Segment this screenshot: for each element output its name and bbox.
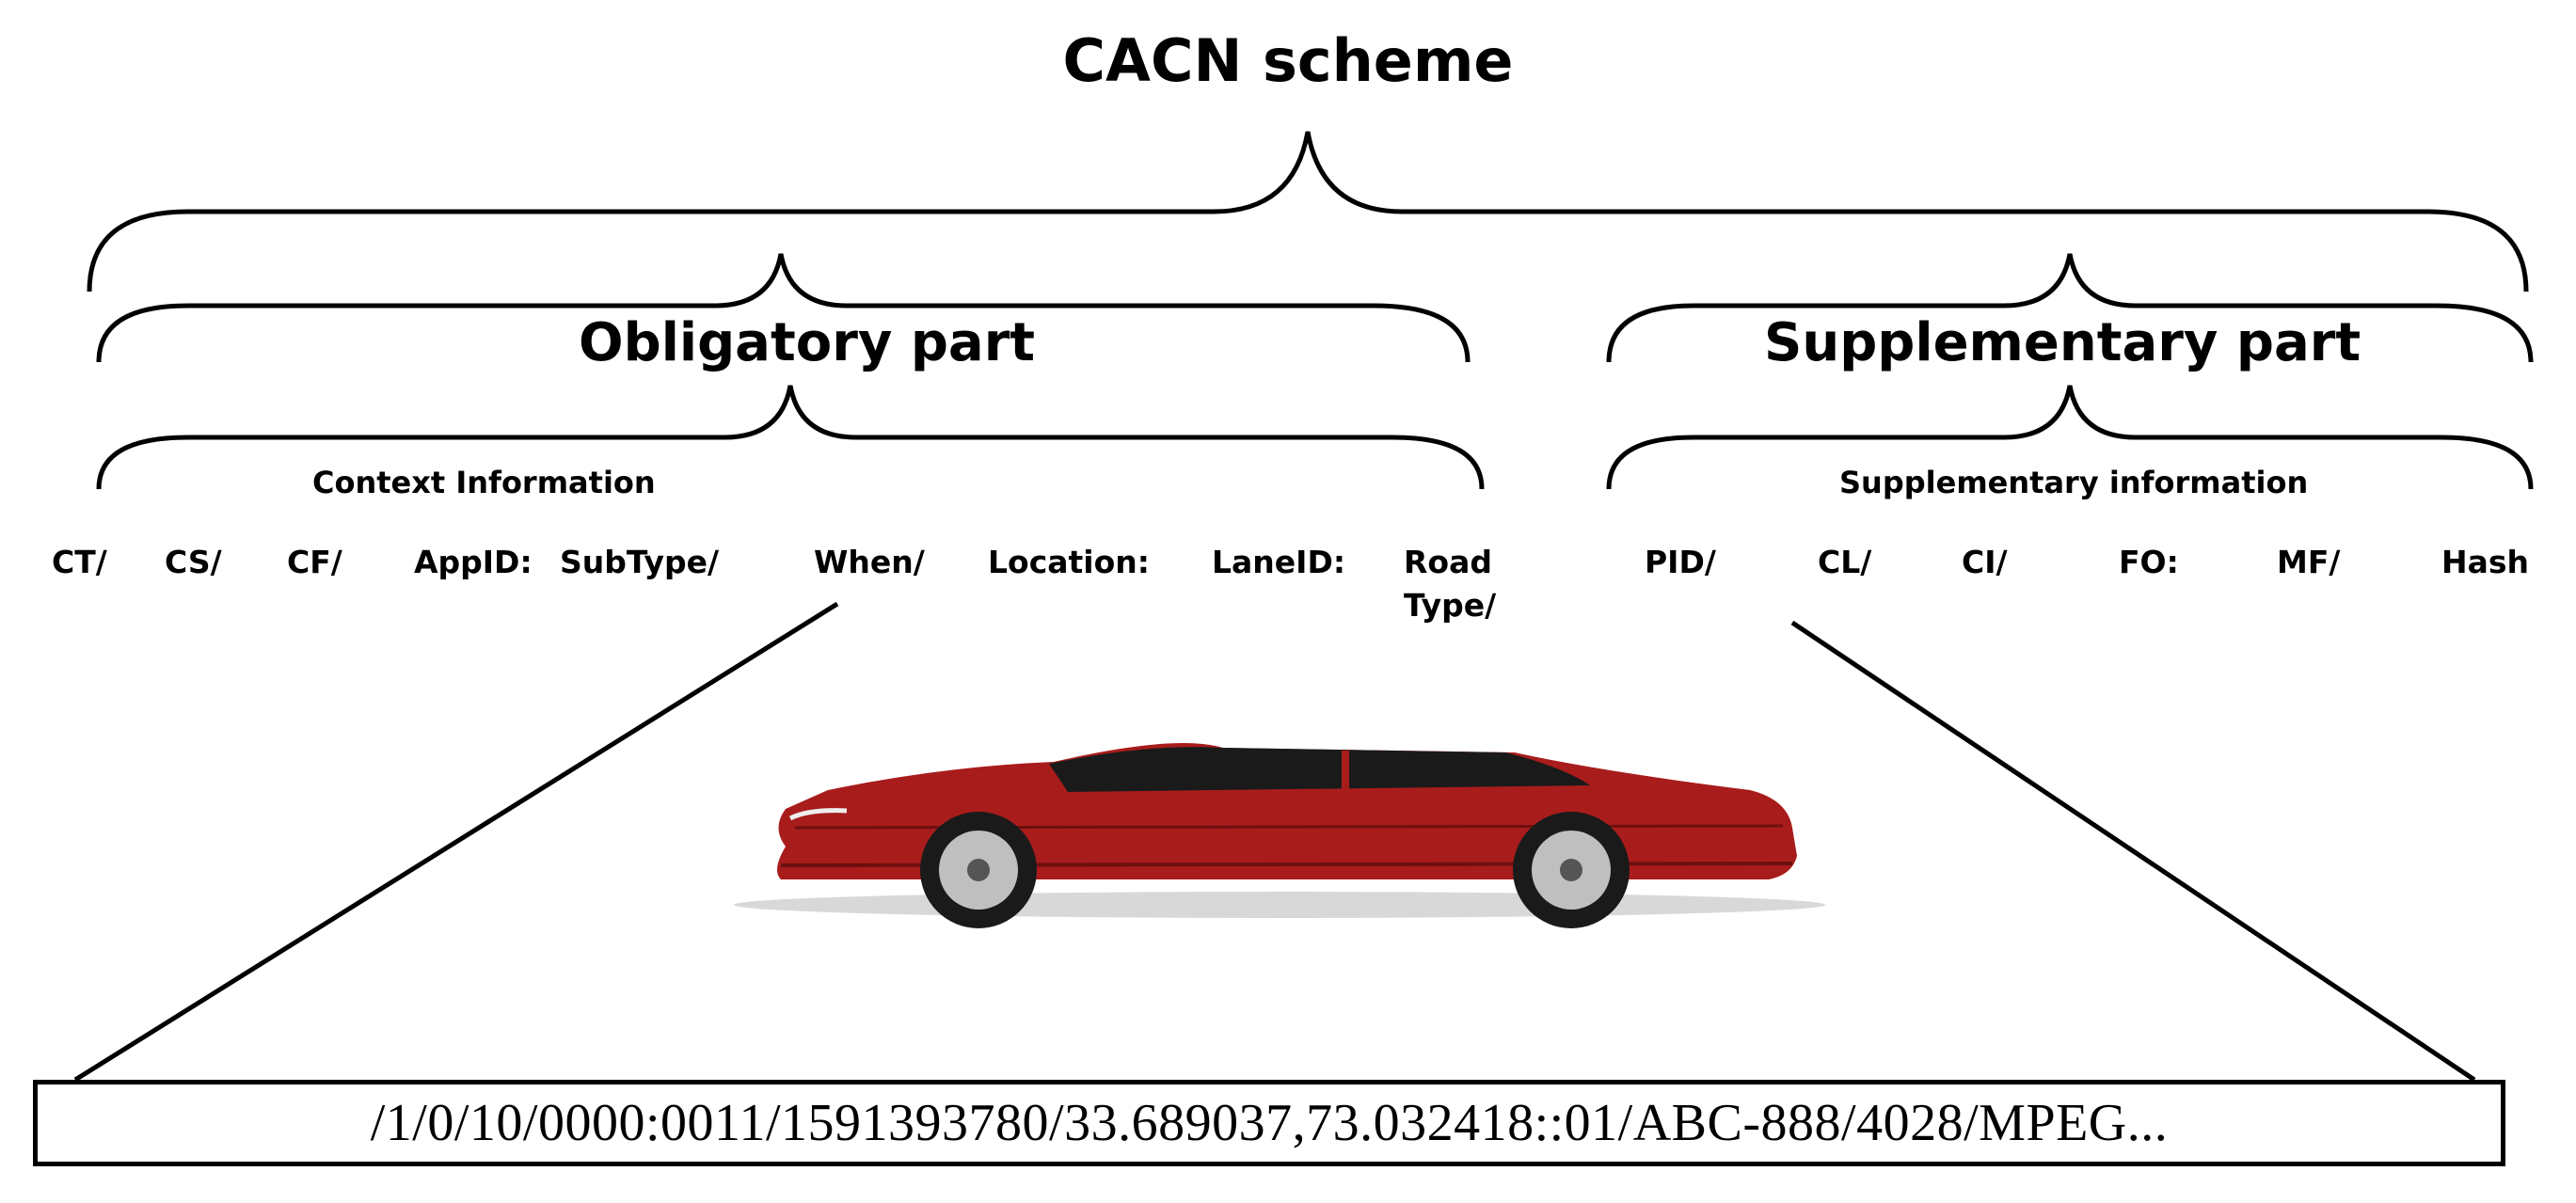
field-mf: MF/ xyxy=(2277,544,2341,580)
example-name-text: /1/0/10/0000:0011/1591393780/33.689037,7… xyxy=(370,1094,2169,1152)
field-subtype: SubType/ xyxy=(560,544,720,580)
supplementary-info-brace xyxy=(1606,385,2534,490)
context-brace xyxy=(96,385,1485,490)
supplementary-information-label: Supplementary information xyxy=(1839,465,2309,500)
field-appid: AppID: xyxy=(414,544,533,580)
field-location: Location: xyxy=(988,544,1150,580)
field-when: When/ xyxy=(814,544,925,580)
example-name-box: /1/0/10/0000:0011/1591393780/33.689037,7… xyxy=(33,1080,2505,1166)
field-cf: CF/ xyxy=(287,544,342,580)
field-road-type: Road Type/ xyxy=(1404,544,1497,624)
field-pid: PID/ xyxy=(1645,544,1716,580)
obligatory-part-label: Obligatory part xyxy=(579,312,1036,373)
obligatory-brace xyxy=(96,253,1471,363)
car-icon xyxy=(734,743,1825,928)
supplementary-brace xyxy=(1606,253,2534,363)
field-ci: CI/ xyxy=(1962,544,2008,580)
context-information-label: Context Information xyxy=(312,465,656,500)
field-ct: CT/ xyxy=(52,544,107,580)
field-fo: FO: xyxy=(2119,544,2179,580)
scheme-brace xyxy=(87,131,2529,293)
supplementary-part-label: Supplementary part xyxy=(1764,312,2361,373)
field-hash: Hash xyxy=(2441,544,2530,580)
field-cl: CL/ xyxy=(1818,544,1872,580)
right-connector-line xyxy=(1790,620,2476,1083)
field-laneid: LaneID: xyxy=(1212,544,1346,580)
left-connector-line xyxy=(73,601,839,1083)
field-cs: CS/ xyxy=(165,544,222,580)
diagram-title: CACN scheme xyxy=(1062,26,1514,95)
